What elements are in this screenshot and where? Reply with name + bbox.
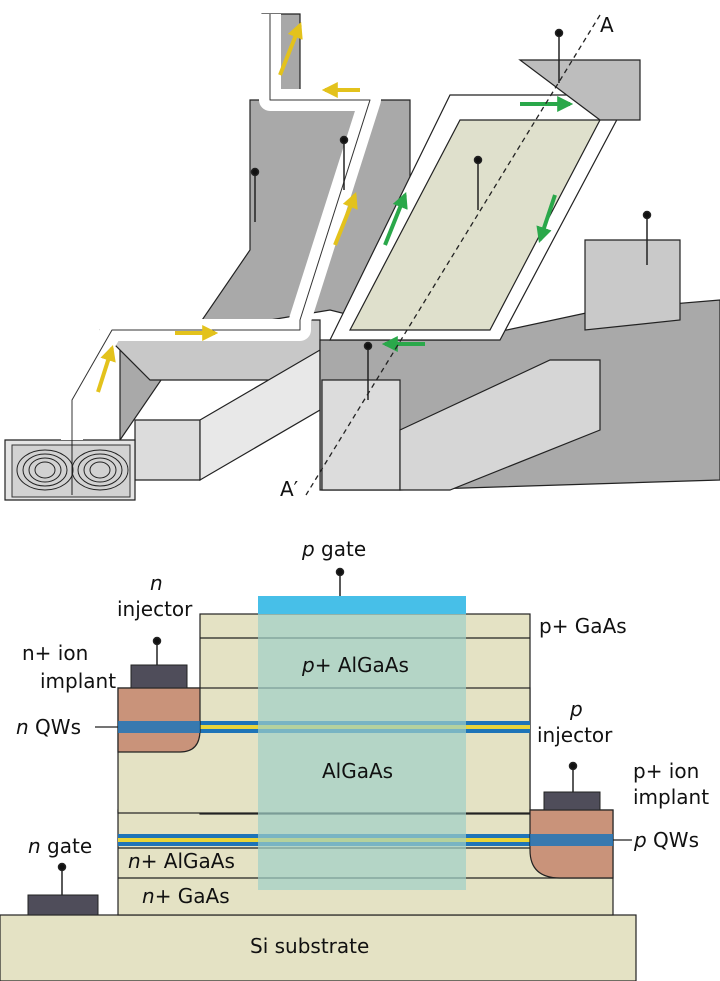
- right-front-face: [321, 379, 401, 491]
- p-injector-contact: [543, 791, 601, 811]
- section-pins: [57, 567, 578, 895]
- si-substrate-label: Si substrate: [250, 934, 369, 958]
- n-injector-contact: [130, 664, 188, 689]
- arrow-yellow-5: [278, 22, 303, 76]
- p-gate-contact: [258, 596, 466, 614]
- right-side-ledge: [584, 239, 681, 331]
- n-implant-region: [117, 687, 201, 753]
- p-ion-implant-label-1: p+ ion: [633, 759, 699, 783]
- n-injector-label-n: n: [150, 571, 163, 595]
- p-implant-qw-band: [530, 834, 613, 846]
- cut-label-top: A: [600, 13, 614, 37]
- gate-channel-column: [258, 614, 466, 890]
- device-3d-view: A A′: [4, 13, 720, 501]
- p-injector-label-p: p: [569, 697, 583, 721]
- n-injector-label: injector: [117, 597, 193, 621]
- cross-section: Si substrate: [0, 537, 709, 981]
- p-plus-algaas-label: p+ AlGaAs: [301, 653, 409, 677]
- p-gate-label: p gate: [301, 537, 366, 561]
- n-ion-implant-label-2: implant: [40, 669, 116, 693]
- arrow-yellow-3: [333, 192, 358, 246]
- n-plus-algaas-label: n+ AlGaAs: [128, 849, 235, 873]
- n-plus-gaas-label: n+ GaAs: [142, 884, 230, 908]
- arrow-yellow-1: [96, 344, 116, 393]
- n-implant-qw-band: [118, 721, 200, 733]
- field-lines: [16, 420, 129, 495]
- p-ion-implant-label-2: implant: [633, 785, 709, 809]
- n-qws-label: n QWs: [16, 715, 81, 739]
- si-substrate-layer: [0, 914, 637, 981]
- p-plus-gaas-label: p+ GaAs: [539, 614, 627, 638]
- left-edge-channel-outline: [71, 14, 371, 440]
- cut-label-bottom: A′: [280, 477, 299, 501]
- algaas-label: AlGaAs: [322, 759, 393, 783]
- p-injector-label: injector: [537, 723, 613, 747]
- arrow-green-4: [383, 192, 408, 246]
- contact-pins: [250, 28, 652, 400]
- n-ion-implant-label-1: n+ ion: [22, 641, 88, 665]
- left-block-front: [134, 419, 201, 481]
- right-rear-ledge: [518, 59, 641, 121]
- cut-line: [305, 14, 601, 496]
- n-gate-contact: [27, 894, 99, 916]
- n-gate-label: n gate: [28, 834, 92, 858]
- arrow-green-2: [536, 194, 557, 244]
- right-front-side: [399, 359, 601, 491]
- p-qws-label: p QWs: [633, 828, 699, 852]
